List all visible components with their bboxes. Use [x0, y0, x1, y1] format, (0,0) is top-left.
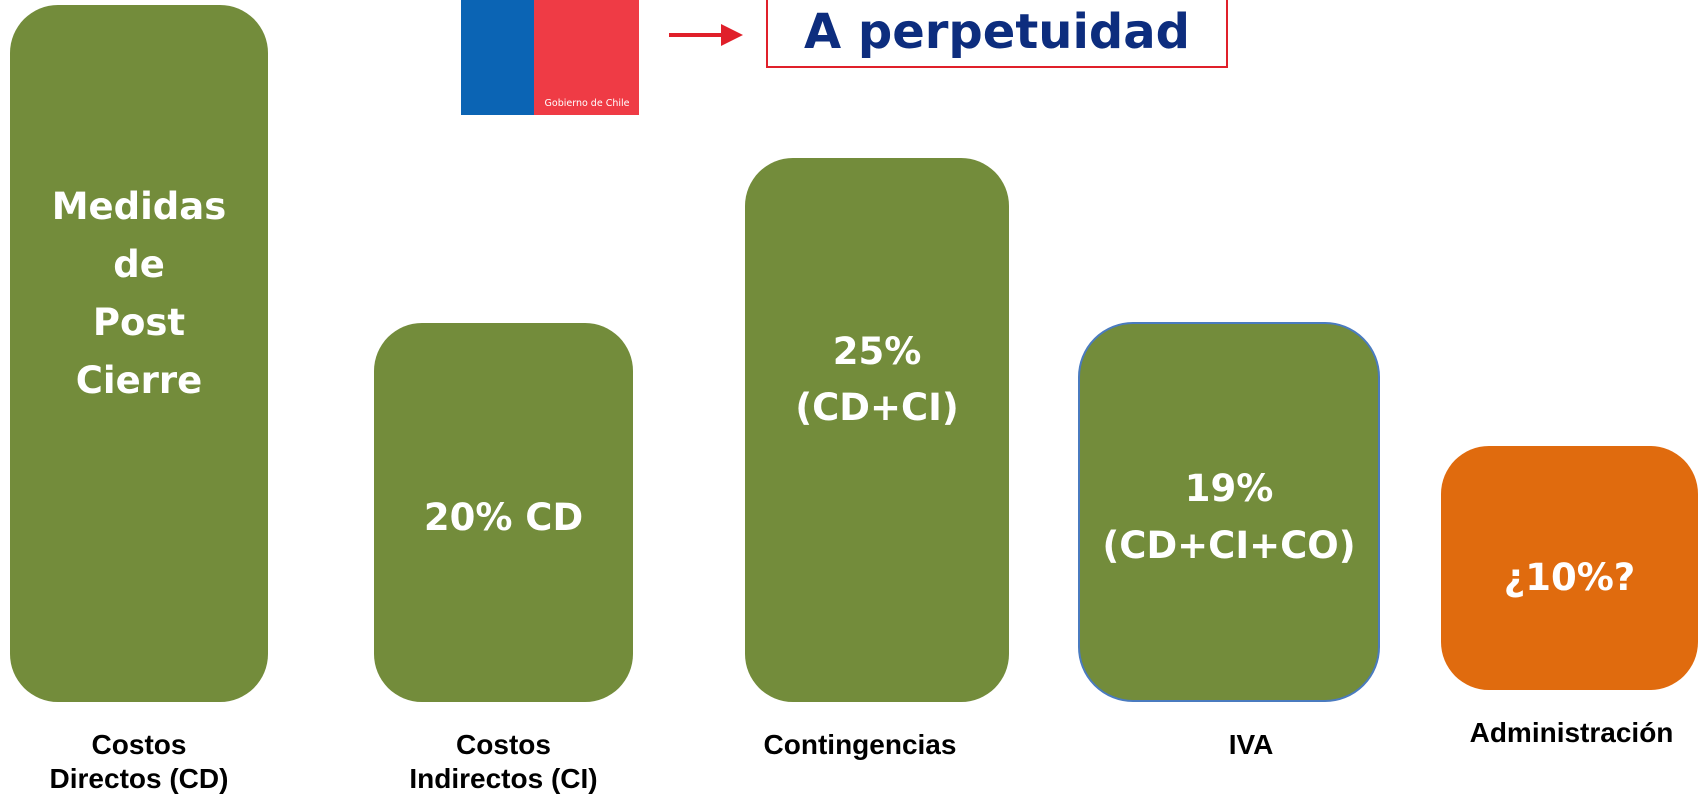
logo-red-field	[534, 0, 639, 115]
label-costos-indirectos: Costos Indirectos (CI)	[409, 729, 598, 794]
right-arrow-icon	[669, 24, 743, 46]
logo-blue-field	[461, 0, 534, 115]
block-text: Medidas de Post Cierre	[51, 184, 227, 402]
block-administracion: ¿10%?	[1441, 446, 1698, 690]
block-text: 25% (CD+CI)	[795, 330, 959, 429]
block-costos-directos: Medidas de Post Cierre	[10, 5, 268, 702]
label-administracion: Administración	[1469, 717, 1674, 748]
label-costos-directos: Costos Directos (CD)	[49, 729, 229, 794]
logo-caption: Gobierno de Chile	[544, 98, 630, 109]
block-contingencias: 25% (CD+CI)	[745, 158, 1009, 702]
star-icon: ★	[469, 0, 519, 4]
block-costos-indirectos: 20% CD	[374, 323, 633, 702]
title-text: A perpetuidad	[803, 4, 1191, 60]
gobierno-de-chile-logo: ★ Gobierno de Chile	[461, 0, 639, 115]
block-text: 20% CD	[423, 495, 584, 539]
label-contingencias: Contingencias	[763, 729, 957, 760]
title-box: A perpetuidad	[766, 0, 1228, 68]
block-text: ¿10%?	[1503, 556, 1636, 599]
block-text: 19% (CD+CI+CO)	[1102, 467, 1356, 567]
label-iva: IVA	[1228, 729, 1274, 760]
block-iva: 19% (CD+CI+CO)	[1078, 322, 1380, 702]
